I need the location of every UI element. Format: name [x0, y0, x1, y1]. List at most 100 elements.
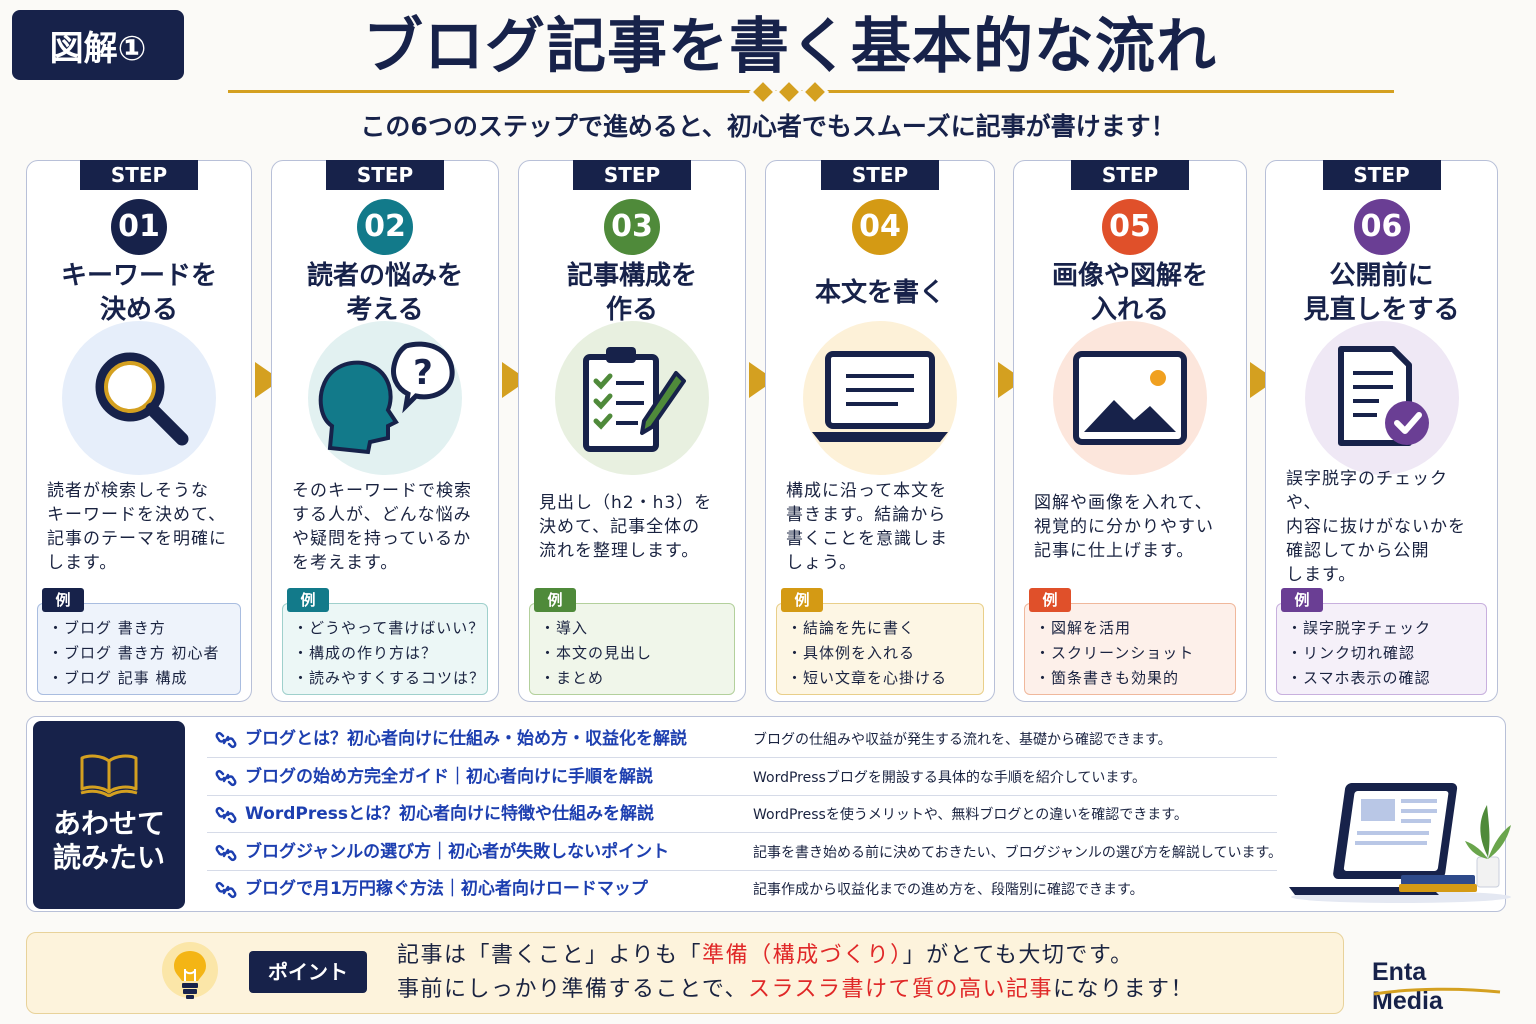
- laptop-icon: [803, 321, 957, 475]
- point-text: 」がとても大切です。: [902, 943, 1134, 968]
- step-title: キーワードを 決める: [60, 261, 217, 325]
- example-box: 例 ・どうやって書けばいい？ ・構成の作り方は？ ・読みやすくするコツは？: [282, 588, 488, 695]
- example-item: ・箇条書きも効果的: [1035, 669, 1180, 687]
- lightbulb-icon: [162, 942, 218, 999]
- related-article-link[interactable]: ブログで月1万円稼ぐ方法｜初心者向けロードマップ: [245, 879, 648, 899]
- document-check-icon: [1304, 321, 1459, 475]
- step-description: 構成に沿って本文を 書きます。結論から 書くことを意識しま しょう。: [786, 481, 948, 573]
- figure-badge: 図解①: [12, 10, 184, 80]
- point-line-1: 記事は「書くこと」よりも「準備（構成づくり）」がとても大切です。: [397, 941, 1134, 971]
- point-label: ポイント: [249, 951, 367, 993]
- related-articles: あわせて 読みたい ブログとは？初心者向けに仕組み・始め方・収益化を解説 ブログ…: [26, 716, 1511, 912]
- diamond-ornament: [753, 82, 825, 102]
- example-label: 例: [1029, 588, 1071, 612]
- step-number: 01: [111, 199, 167, 255]
- related-article-description: ブログの仕組みや収益が発生する流れを、基礎から確認できます。: [753, 732, 1172, 748]
- link-icon: [215, 844, 237, 861]
- example-item: ・短い文章を心掛ける: [787, 669, 948, 687]
- step-title: 本文を書く: [814, 278, 945, 308]
- step-title: 公開前に 見直しをする: [1303, 261, 1460, 325]
- point-text: 事前にしっかり準備することで、: [397, 977, 748, 1002]
- related-row: ブログとは？初心者向けに仕組み・始め方・収益化を解説 ブログの仕組みや収益が発生…: [207, 721, 1277, 758]
- related-row: ブログジャンルの選び方｜初心者が失敗しないポイント 記事を書き始める前に決めてお…: [207, 834, 1282, 871]
- brand-swoosh: [1373, 987, 1501, 996]
- point-text: になります！: [1053, 977, 1195, 1002]
- example-item: ・構成の作り方は？: [293, 644, 438, 662]
- point-line-2: 事前にしっかり準備することで、スラスラ書けて質の高い記事になります！: [397, 975, 1194, 1005]
- link-icon: [215, 807, 237, 823]
- example-item: ・結論を先に書く: [787, 619, 916, 637]
- example-label: 例: [534, 588, 576, 612]
- related-article-link[interactable]: ブログジャンルの選び方｜初心者が失敗しないポイント: [245, 841, 670, 862]
- step-title: 読者の悩みを 考える: [306, 261, 463, 325]
- related-row: WordPressとは？初心者向けに特徴や仕組みを解説 WordPressを使う…: [207, 796, 1277, 833]
- example-label: 例: [781, 588, 823, 612]
- step-description: そのキーワードで検索 する人が、どんな悩み や疑問を持っているか を考えます。: [292, 481, 472, 573]
- step-number: 06: [1353, 199, 1410, 255]
- related-row: ブログで月1万円稼ぐ方法｜初心者向けロードマップ 記事作成から収益化までの進め方…: [207, 871, 1277, 908]
- related-article-link[interactable]: ブログとは？初心者向けに仕組み・始め方・収益化を解説: [245, 729, 687, 749]
- related-article-description: 記事を書き始める前に決めておきたい、ブログジャンルの選び方を解説しています。: [753, 844, 1283, 861]
- link-icon: [215, 882, 237, 898]
- image-icon: [1053, 321, 1207, 475]
- step-card-06: STEP 06 公開前に 見直しをする 誤字脱字のチェックや、 内容に抜けがない…: [1265, 160, 1498, 702]
- point-highlight: 準備（構成づくり）: [702, 943, 903, 968]
- example-item: ・図解を活用: [1035, 619, 1132, 637]
- example-label: 例: [287, 588, 329, 612]
- step-card-01: STEP 01 キーワードを 決める 読者が検索しそうな キーワードを決めて、 …: [26, 160, 252, 702]
- step-card-05: STEP 05 画像や図解を 入れる 図解や画像を入れて、 視覚的に分かりやすい…: [1013, 160, 1247, 702]
- link-icon: [215, 769, 237, 786]
- point-text: 記事は「書くこと」よりも「: [397, 943, 703, 968]
- example-item: ・ブログ 書き方: [48, 619, 166, 637]
- step-number: 02: [357, 199, 413, 255]
- step-description: 誤字脱字のチェックや、 内容に抜けがないかを 確認してから公開 します。: [1286, 469, 1466, 585]
- step-number: 05: [1102, 199, 1158, 255]
- book-icon: [80, 754, 138, 797]
- step-description: 読者が検索しそうな キーワードを決めて、 記事のテーマを明確に します。: [47, 481, 227, 573]
- example-item: ・ブログ 書き方 初心者: [48, 644, 220, 662]
- example-item: ・リンク切れ確認: [1287, 644, 1416, 662]
- related-row: ブログの始め方完全ガイド｜初心者向けに手順を解説 WordPressブログを開設…: [207, 759, 1277, 796]
- page-title: ブログ記事を書く基本的な流れ: [363, 12, 1217, 82]
- step-tab: STEP: [326, 160, 444, 190]
- step-card-02: STEP 02 読者の悩みを 考える ? そのキーワードで検索 する人が、どんな…: [271, 160, 499, 702]
- example-item: ・どうやって書けばいい？: [293, 619, 485, 637]
- link-icon: [215, 732, 237, 748]
- step-tab: STEP: [1071, 160, 1189, 190]
- example-box: 例 ・図解を活用・スクリーンショット・箇条書きも効果的: [1024, 588, 1236, 695]
- step-title: 画像や図解を 入れる: [1051, 261, 1208, 325]
- step-number: 04: [852, 199, 908, 255]
- page-subtitle: この6つのステップで進めると、初心者でもスムーズに記事が書けます！: [360, 112, 1176, 141]
- example-box: 例 ・導入・本文の見出し・まとめ: [529, 588, 735, 695]
- example-item: ・まとめ: [540, 669, 605, 687]
- example-label: 例: [42, 588, 84, 612]
- step-tab: STEP: [573, 160, 691, 190]
- step-tab: STEP: [80, 160, 198, 190]
- head-question-icon: ?: [308, 321, 462, 475]
- point-callout: ポイント 記事は「書くこと」よりも「準備（構成づくり）」がとても大切です。 事前…: [26, 932, 1344, 1014]
- step-title: 記事構成を 作る: [566, 261, 697, 325]
- related-article-link[interactable]: WordPressとは？初心者向けに特徴や仕組みを解説: [245, 804, 654, 824]
- related-article-link[interactable]: ブログの始め方完全ガイド｜初心者向けに手順を解説: [245, 766, 653, 787]
- related-heading: あわせて 読みたい: [52, 807, 165, 874]
- example-item: ・具体例を入れる: [787, 644, 916, 662]
- step-description: 図解や画像を入れて、 視覚的に分かりやすい 記事に仕上げます。: [1034, 493, 1214, 561]
- step-card-04: STEP 04 本文を書く 構成に沿って本文を 書きます。結論から 書くことを意…: [765, 160, 995, 702]
- example-item: ・誤字脱字チェック: [1287, 619, 1432, 637]
- step-tab: STEP: [1322, 160, 1441, 190]
- example-item: ・スマホ表示の確認: [1287, 669, 1431, 687]
- example-item: ・導入: [540, 619, 589, 637]
- example-item: ・読みやすくするコツは？: [293, 669, 486, 687]
- example-box: 例 ・ブログ 書き方・ブログ 書き方 初心者・ブログ 記事 構成: [37, 588, 241, 695]
- related-heading-panel: あわせて 読みたい: [33, 721, 185, 909]
- example-item: ・本文の見出し: [540, 644, 653, 662]
- step-card-03: STEP 03 記事構成を 作る 見出し（h2・h3）を 決めて、記事全体の 流…: [518, 160, 746, 702]
- example-item: ・ブログ 記事 構成: [48, 669, 188, 687]
- related-article-description: 記事作成から収益化までの進め方を、段階別に確認できます。: [753, 882, 1144, 898]
- svg-text:?: ?: [413, 353, 433, 393]
- example-box: 例 ・結論を先に書く・具体例を入れる・短い文章を心掛ける: [776, 588, 984, 695]
- related-article-description: WordPressブログを開設する具体的な手順を紹介しています。: [753, 769, 1147, 786]
- example-box: 例 ・誤字脱字チェック・リンク切れ確認・スマホ表示の確認: [1276, 588, 1487, 695]
- step-tab: STEP: [821, 160, 939, 190]
- clipboard-icon: [555, 321, 709, 475]
